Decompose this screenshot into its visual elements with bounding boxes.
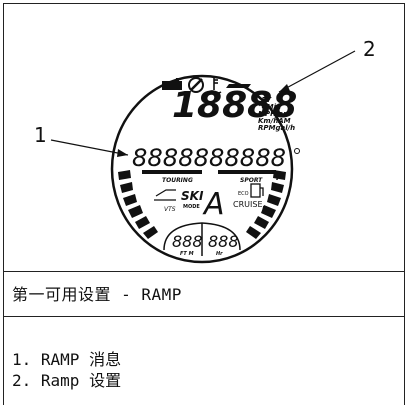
left-bar-graph xyxy=(118,170,158,239)
unit-label-5: RPMgal/h xyxy=(258,124,295,132)
caption-divider xyxy=(4,316,404,317)
legend-item: 1. RAMP 消息 xyxy=(12,349,121,370)
small-left-digits: 888 xyxy=(172,232,203,251)
sport-bar xyxy=(218,170,276,174)
callout-1-arrowhead xyxy=(117,149,128,157)
legend-item-text: Ramp 设置 xyxy=(40,371,122,390)
legend-item: 2. Ramp 设置 xyxy=(12,370,121,391)
fuel-empty-label: E xyxy=(262,205,267,213)
ski-label: SKI xyxy=(181,189,204,203)
watercraft-icon xyxy=(226,84,251,88)
gauge-outer-ring xyxy=(110,74,294,264)
figure-divider xyxy=(4,271,404,272)
wrench-icon xyxy=(188,77,204,93)
callout-2-arrowhead xyxy=(279,84,290,92)
figure-caption: 第一可用设置 - RAMP xyxy=(12,285,182,304)
small-right-unit: Hr xyxy=(216,251,223,257)
vts-label: VTS xyxy=(164,206,176,213)
legend-list: 1. RAMP 消息 2. Ramp 设置 xyxy=(12,349,121,391)
unit-labels: °FT °CMin MPHlap Km/hAM RPMgal/h xyxy=(258,96,295,132)
callout-1-number: 1 xyxy=(34,123,47,147)
sport-label: SPORT xyxy=(240,177,263,184)
top-icons xyxy=(162,77,251,94)
figure-frame: 18888 °FT °CMin MPHlap Km/hAM RPMgal/h 8… xyxy=(3,3,405,405)
mode-label: MODE xyxy=(183,204,200,210)
message-indicator xyxy=(294,148,300,154)
gear-display: A xyxy=(202,187,225,222)
right-bar-graph xyxy=(246,170,286,239)
cruise-label: CRUISE xyxy=(233,200,263,209)
touring-label: TOURING xyxy=(162,177,193,184)
small-left-unit: FT M xyxy=(180,251,194,257)
fuel-full-label: F xyxy=(276,173,282,182)
message-display: 8888888888 xyxy=(132,144,286,172)
gauge-figure: 18888 °FT °CMin MPHlap Km/hAM RPMgal/h 8… xyxy=(4,4,404,271)
small-right-digits: 888 xyxy=(208,232,239,251)
temperature-icon xyxy=(208,77,222,94)
vts-icon xyxy=(154,189,176,201)
callout-1-leader xyxy=(50,139,129,156)
callout-2-number: 2 xyxy=(363,37,376,61)
callout-2-leader xyxy=(278,50,356,93)
unit-label-2: °CMin xyxy=(258,103,281,111)
legend-item-number: 1. xyxy=(12,350,32,369)
touring-bar xyxy=(142,170,202,174)
eco-label: ECO xyxy=(238,191,249,197)
engine-icon xyxy=(162,78,182,90)
legend-item-number: 2. xyxy=(12,371,32,390)
fuel-pump-icon xyxy=(250,183,264,198)
main-digits: 18888 xyxy=(172,85,297,126)
unit-label-3: MPHlap xyxy=(258,110,288,118)
gauge-illustration: 18888 °FT °CMin MPHlap Km/hAM RPMgal/h 8… xyxy=(34,37,376,264)
unit-label-1: °FT xyxy=(258,96,272,104)
legend-item-text: RAMP 消息 xyxy=(40,350,122,369)
unit-label-4: Km/hAM xyxy=(258,117,291,125)
